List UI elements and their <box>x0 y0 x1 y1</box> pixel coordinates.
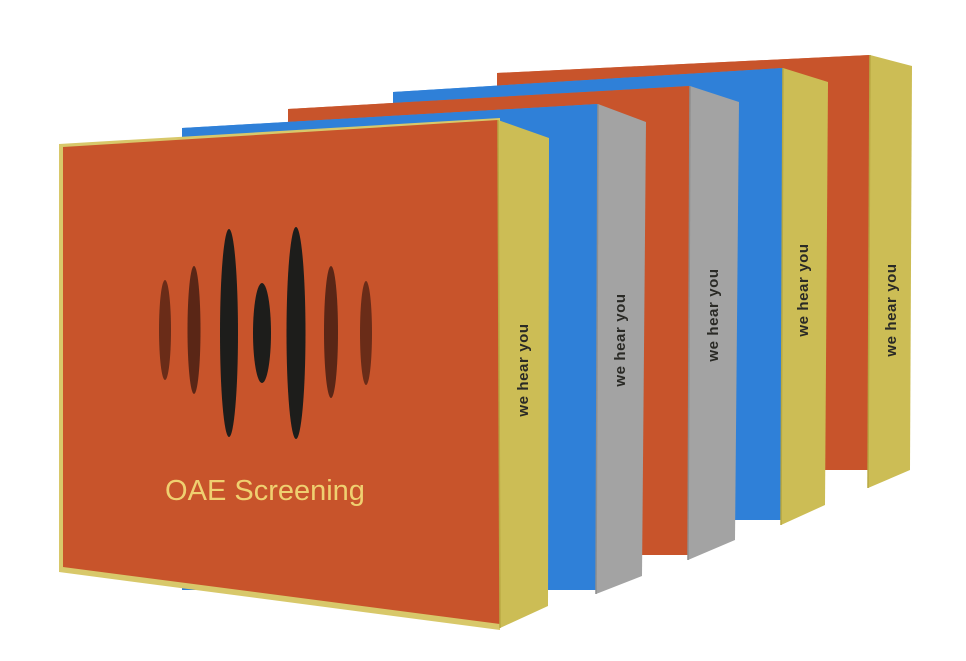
wave-bar <box>360 281 372 385</box>
wave-bar <box>187 266 201 394</box>
spine-label: we hear you <box>705 268 722 362</box>
product-title: OAE Screening <box>165 475 365 507</box>
wave-bar <box>324 266 338 398</box>
sound-wave-logo <box>159 227 372 439</box>
wave-bar <box>286 227 306 439</box>
box-orange-front: we hear you OAE Screening <box>59 118 549 630</box>
wave-bar <box>159 280 171 380</box>
box-face <box>63 120 500 624</box>
box-spine <box>498 120 549 628</box>
wave-bar <box>220 229 238 437</box>
spine-label: we hear you <box>612 293 629 387</box>
wave-bar <box>253 283 271 383</box>
spine-label: we hear you <box>883 263 900 357</box>
box-spine <box>688 86 739 560</box>
box-spine <box>596 104 646 594</box>
box-spine <box>868 55 912 488</box>
spine-label: we hear you <box>515 323 532 417</box>
box-spine <box>781 68 828 525</box>
spine-label: we hear you <box>795 243 812 337</box>
